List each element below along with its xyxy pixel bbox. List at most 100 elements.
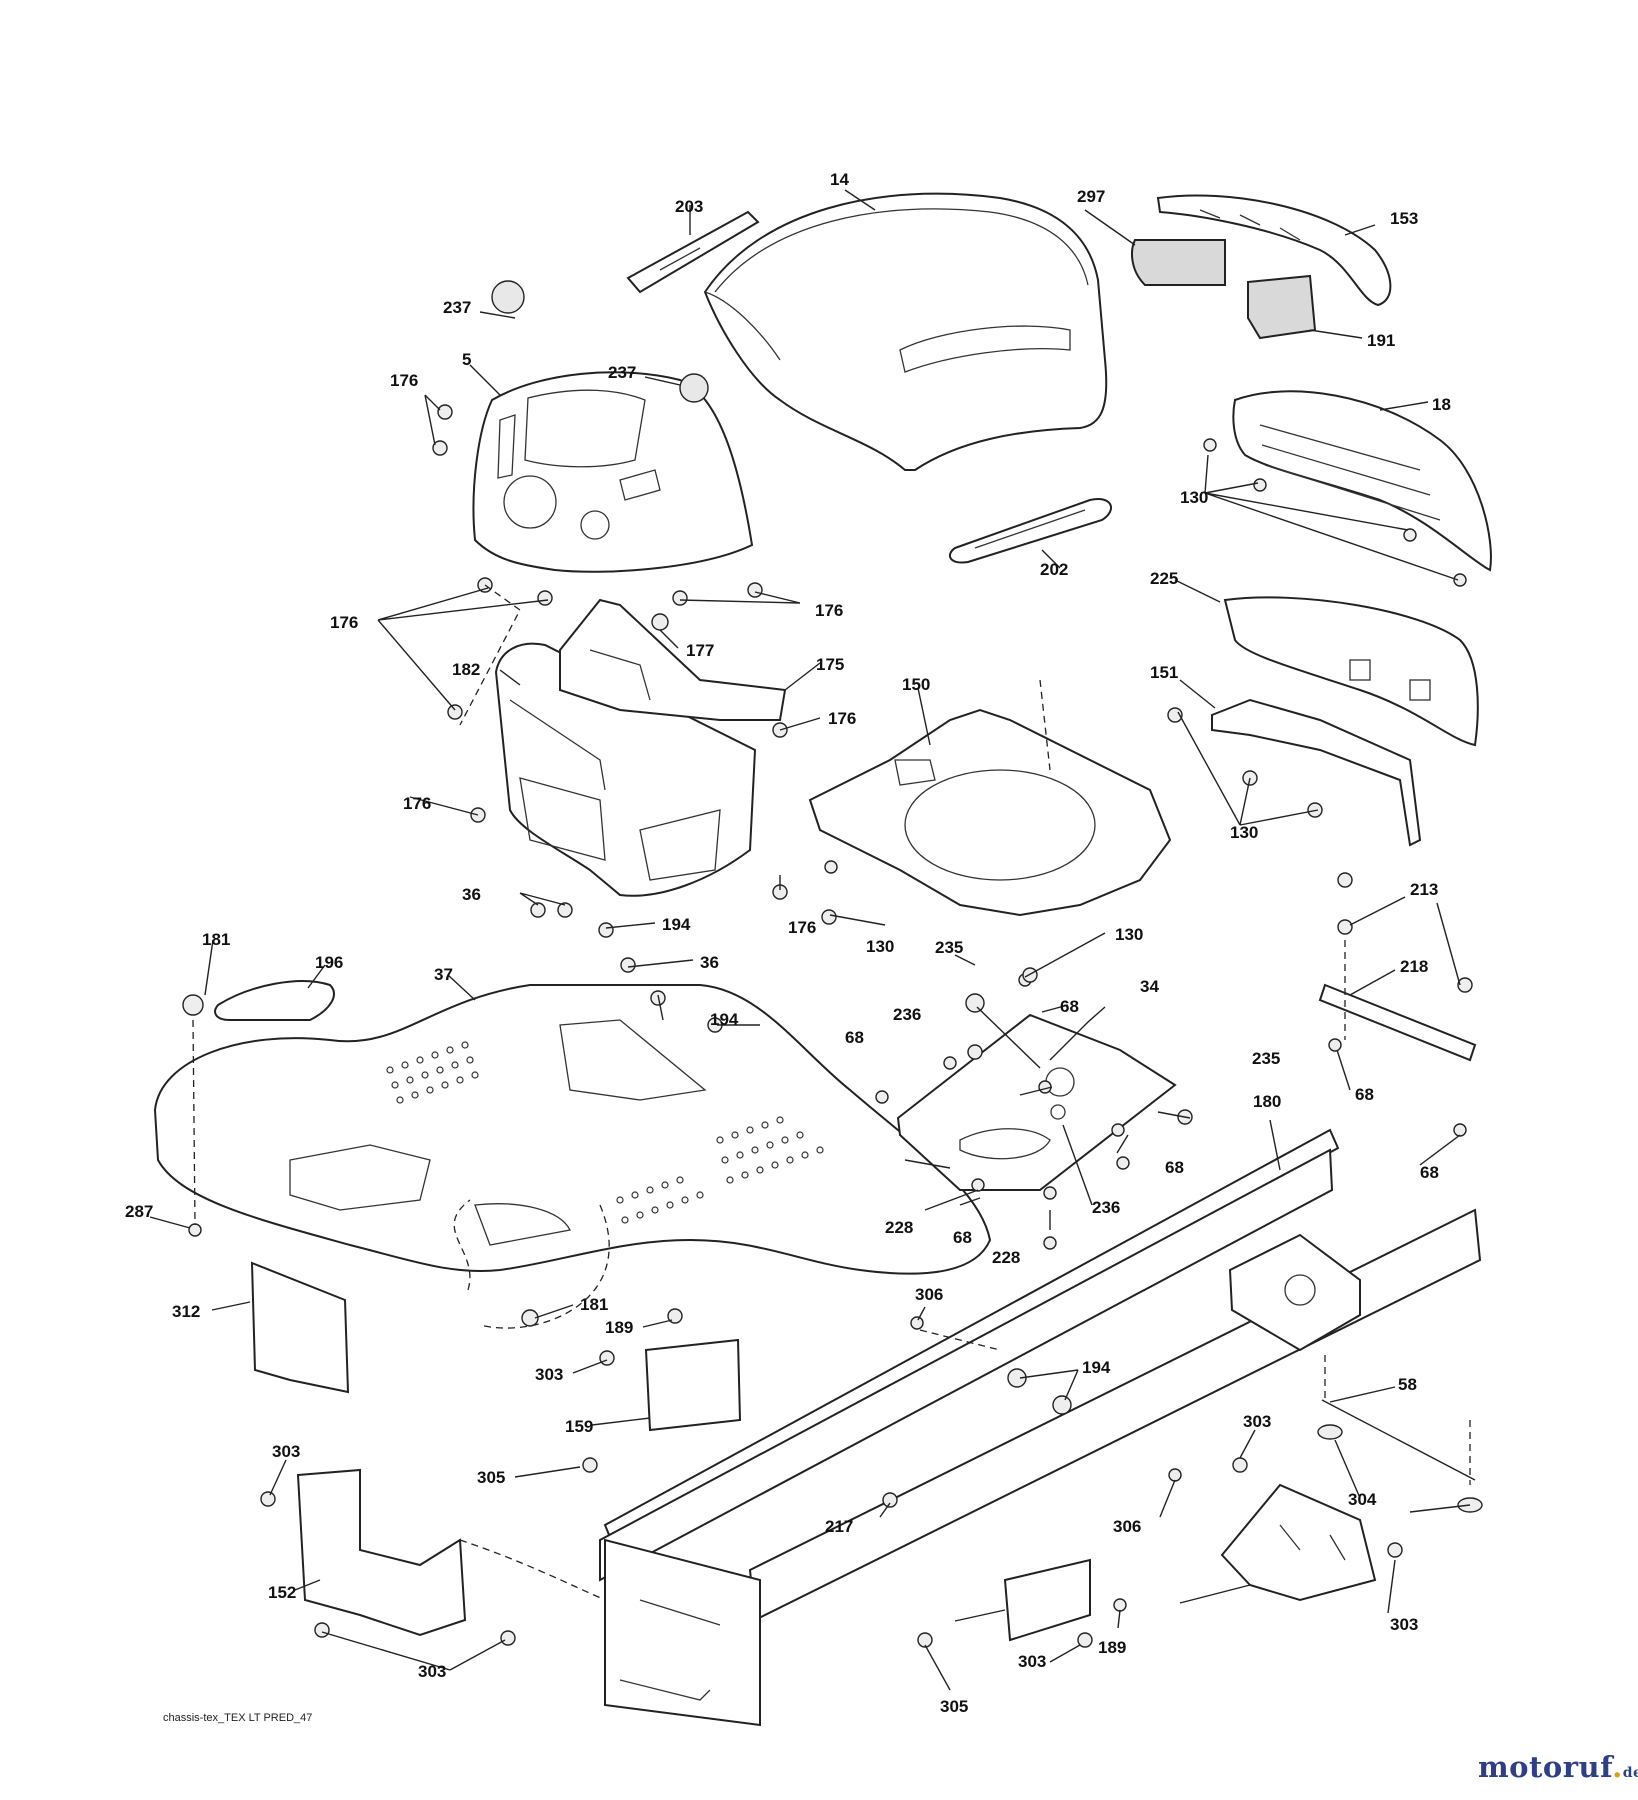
front-grille-part	[1232, 390, 1492, 572]
callout-36-b: 36	[700, 953, 719, 972]
callout-176-f: 176	[788, 918, 816, 937]
fender-part	[153, 984, 992, 1275]
callout-18: 18	[1432, 395, 1451, 414]
seat-cover-part	[214, 980, 335, 1021]
callout-176-b: 176	[815, 601, 843, 620]
callout-236-b: 236	[1092, 1198, 1120, 1217]
callout-34: 34	[1140, 977, 1159, 996]
callout-183-a: 228	[885, 1218, 913, 1237]
hood-part	[703, 192, 1108, 471]
callout-306-a: 189	[605, 1318, 633, 1337]
callout-151: 151	[1150, 663, 1178, 682]
callout-287: 287	[125, 1202, 153, 1221]
plate-part	[250, 1261, 350, 1394]
callout-182: 182	[452, 660, 480, 679]
floor-pan-part	[808, 708, 1172, 917]
callout-181-b: 181	[580, 1295, 608, 1314]
watermark-logo[interactable]: motoruf.de	[1478, 1750, 1638, 1784]
callout-labels: 14 203 297 153 237 191 237 5 176 18 130 …	[125, 170, 1451, 1716]
callout-130-a: 130	[1180, 488, 1208, 507]
callout-191: 191	[1367, 331, 1395, 350]
callout-297: 297	[1077, 187, 1105, 206]
callout-236-a: 236	[893, 1005, 921, 1024]
callout-36-a: 36	[462, 885, 481, 904]
callout-189-e: 303	[1018, 1652, 1046, 1671]
callout-130-c: 130	[866, 937, 894, 956]
callout-5: 5	[462, 350, 471, 369]
callout-189-b: 303	[1243, 1412, 1271, 1431]
fender-vent-holes	[386, 1041, 824, 1224]
front-bumper-part	[1223, 596, 1479, 747]
callout-213: 213	[1410, 880, 1438, 899]
callout-225: 225	[1150, 569, 1178, 588]
callout-194-a: 194	[662, 915, 691, 934]
lower-dash-part	[494, 642, 757, 897]
dash-panel-part	[472, 371, 754, 573]
fasteners	[182, 280, 1473, 1648]
callout-176-e: 176	[403, 794, 431, 813]
engine-mount-part	[296, 1468, 467, 1637]
callout-37: 37	[434, 965, 453, 984]
callout-150: 150	[902, 675, 930, 694]
callout-14: 14	[830, 170, 849, 189]
rear-bracket-part	[1318, 983, 1477, 1062]
callout-202: 202	[1040, 560, 1068, 579]
callout-130-d: 130	[1115, 925, 1143, 944]
callout-68-d: 68	[1165, 1158, 1184, 1177]
diagram-code-label: chassis-tex_TEX LT PRED_47	[163, 1712, 313, 1724]
callout-228-a: 306	[915, 1285, 943, 1304]
callout-235-a: 235	[935, 938, 963, 957]
callout-176-d: 176	[828, 709, 856, 728]
callout-303: 159	[565, 1417, 593, 1436]
callout-181-a: 181	[202, 930, 230, 949]
callout-68-e: 68	[1420, 1163, 1439, 1182]
bumper-bracket-part	[1211, 698, 1422, 847]
callout-159-a: 305	[477, 1468, 505, 1487]
callout-153: 153	[1390, 209, 1418, 228]
watermark-tld: de	[1622, 1765, 1638, 1781]
main-frame-part	[599, 1128, 1482, 1727]
alignment-lines	[192, 584, 1471, 1601]
callout-189-c: 303	[272, 1442, 300, 1461]
callout-177: 177	[686, 641, 714, 660]
callout-305: 217	[825, 1517, 853, 1536]
callout-237-a: 237	[443, 298, 471, 317]
watermark-dot: .	[1612, 1750, 1623, 1784]
callout-68-f: 68	[953, 1228, 972, 1247]
callout-194-b: 194	[710, 1010, 739, 1029]
callout-52: 304	[1348, 1490, 1377, 1509]
callout-237-b: 237	[608, 363, 636, 382]
callout-58: 152	[268, 1583, 296, 1602]
callout-306-b: 189	[1098, 1638, 1126, 1657]
callout-203: 203	[675, 197, 703, 216]
top-grille-part	[1156, 194, 1392, 307]
callout-180: 180	[1253, 1092, 1281, 1111]
callout-130-b: 130	[1230, 823, 1258, 842]
callout-217: 58	[1398, 1375, 1417, 1394]
callout-312: 312	[172, 1302, 200, 1321]
callout-176-c: 176	[330, 613, 358, 632]
callout-159-b: 305	[940, 1697, 968, 1716]
small-brackets	[644, 1338, 1091, 1642]
callout-189-a: 303	[535, 1365, 563, 1384]
upper-bracket-part	[559, 598, 787, 721]
watermark-name: motoruf	[1478, 1750, 1613, 1784]
foam-blocks	[1131, 239, 1317, 340]
callout-68-a: 68	[1060, 997, 1079, 1016]
leader-lines	[149, 189, 1471, 1691]
callout-68-b: 68	[845, 1028, 864, 1047]
callout-196: 196	[315, 953, 343, 972]
callout-228-b: 306	[1113, 1517, 1141, 1536]
hood-handle-part	[626, 210, 760, 294]
callout-194-c: 194	[1082, 1358, 1111, 1377]
callout-176-a: 176	[390, 371, 418, 390]
callout-218: 218	[1400, 957, 1428, 976]
callout-189-d: 303	[1390, 1615, 1418, 1634]
callout-235-b: 235	[1252, 1049, 1280, 1068]
callout-183-b: 228	[992, 1248, 1020, 1267]
callout-175: 175	[816, 655, 844, 674]
callout-189-f: 303	[418, 1662, 446, 1681]
seat-plate-part	[896, 1013, 1177, 1191]
